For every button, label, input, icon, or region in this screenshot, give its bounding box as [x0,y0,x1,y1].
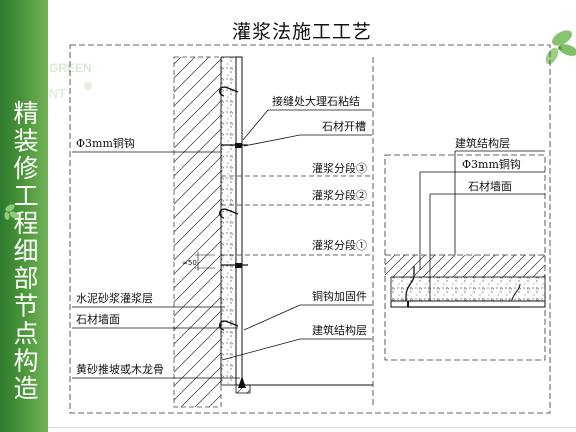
svg-text:≈50: ≈50 [182,259,197,267]
label-joint-bond: 接缝处大理石粘结 [272,94,360,108]
label-stone-groove: 石材开槽 [322,119,366,133]
detail-label-hook: Φ3mm铜钩 [462,157,521,171]
stone-slab [235,56,243,386]
label-grout-1: 灌浆分段① [312,238,367,252]
left-leaders [72,151,240,379]
detail-label-structure: 建筑结构层 [455,136,510,150]
label-structure: 建筑结构层 [312,323,367,337]
detail-grout-layer [390,276,546,302]
label-grout-3: 灌浆分段③ [312,161,367,175]
leaf-decoration-top [545,30,576,65]
leaf-decoration-side [4,204,19,220]
footer-line [48,427,576,428]
label-hook: Φ3mm铜钩 [76,136,135,150]
right-leaders [221,109,372,361]
detail-stone [390,300,546,308]
detail-structure-layer [385,255,545,277]
structure-layer [174,57,221,407]
side-title: 精装修工程细部节点构造 [10,100,39,403]
label-base: 黄砂推坡或木龙骨 [76,362,164,376]
grout-layer [220,56,237,386]
label-copper-hook-fix: 铜钩加固件 [312,289,367,303]
diagram-frame [69,44,551,414]
wall-section: ≈50 [173,56,374,408]
label-grout-layer: 水泥砂浆灌浆层 [76,291,153,305]
watermark-text: GREEN [49,61,92,75]
green-watermark: GREEN ENT [48,58,96,108]
svg-text:ENT: ENT [48,86,66,101]
label-stone-face: 石材墙面 [76,312,120,326]
page-title: 灌浆法施工工艺 [231,21,372,43]
detail-label-stone-face: 石材墙面 [468,179,512,193]
detail-section [384,150,546,361]
label-grout-2: 灌浆分段② [312,188,367,202]
